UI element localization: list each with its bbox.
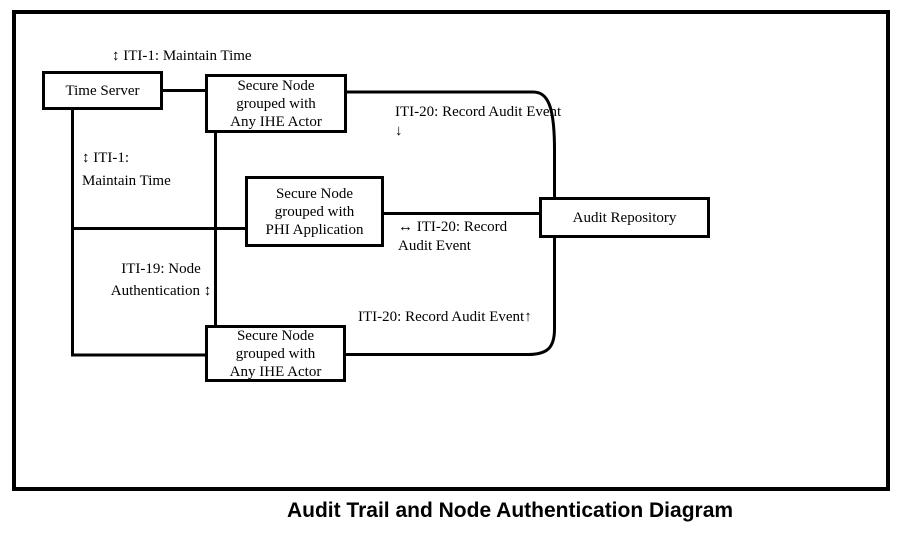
transaction-label-iti20-top: ITI-20: Record Audit Event ↓ <box>395 103 561 141</box>
transaction-label-iti1-top: ↕ ITI-1: Maintain Time <box>112 47 252 66</box>
transaction-label-line: Maintain Time <box>82 173 171 189</box>
actor-label-line: grouped with <box>274 203 355 220</box>
actor-label: Time Server <box>65 82 140 99</box>
transaction-label-iti19: ITI-19: Node Authentication ↕ <box>100 258 222 302</box>
actor-label-line: PHI Application <box>265 221 364 238</box>
transaction-label-line: ↔ ITI-20: Record <box>398 219 508 235</box>
transaction-label-iti1-left: ↕ ITI-1: Maintain Time <box>82 147 171 193</box>
transaction-label-text: ITI-20: Record Audit Event↑ <box>358 309 532 325</box>
transaction-label-line: ITI-19: Node <box>121 261 201 277</box>
transaction-label-iti20-bottom: ITI-20: Record Audit Event↑ <box>358 308 532 327</box>
actor-label-line: Secure Node <box>275 185 354 202</box>
actor-box-secure-node-top: Secure Node grouped with Any IHE Actor <box>205 74 347 133</box>
actor-label-line: Secure Node <box>237 77 315 94</box>
transaction-label-line: Authentication ↕ <box>110 283 212 299</box>
actor-box-secure-node-phi: Secure Node grouped with PHI Application <box>245 176 384 247</box>
connector-topnode-to-auditrepo <box>347 90 556 197</box>
actor-box-secure-node-bottom: Secure Node grouped with Any IHE Actor <box>205 325 346 382</box>
actor-label: Audit Repository <box>572 209 677 226</box>
actor-label-line: Secure Node <box>236 327 315 344</box>
transaction-label-line: Audit Event <box>398 238 471 254</box>
actor-label-line: grouped with <box>236 95 316 112</box>
actor-label-line: grouped with <box>235 345 316 362</box>
actor-box-time-server: Time Server <box>42 71 163 110</box>
transaction-label-text: ↕ ITI-1: Maintain Time <box>112 48 252 64</box>
actor-label-line: Any IHE Actor <box>230 113 322 130</box>
diagram-caption: Audit Trail and Node Authentication Diag… <box>286 499 734 522</box>
transaction-label-iti20-middle: ↔ ITI-20: Record Audit Event <box>398 218 507 256</box>
actor-box-audit-repository: Audit Repository <box>539 197 710 238</box>
connector-auditrepo-to-bottomnode <box>346 238 556 356</box>
down-arrow-icon: ↓ <box>395 123 403 139</box>
actor-label-line: Any IHE Actor <box>229 363 322 380</box>
transaction-label-line: ↕ ITI-1: <box>82 150 130 166</box>
connector-timeserver-to-bottomnode <box>71 110 205 357</box>
transaction-label-line: ITI-20: Record Audit Event <box>395 104 562 120</box>
